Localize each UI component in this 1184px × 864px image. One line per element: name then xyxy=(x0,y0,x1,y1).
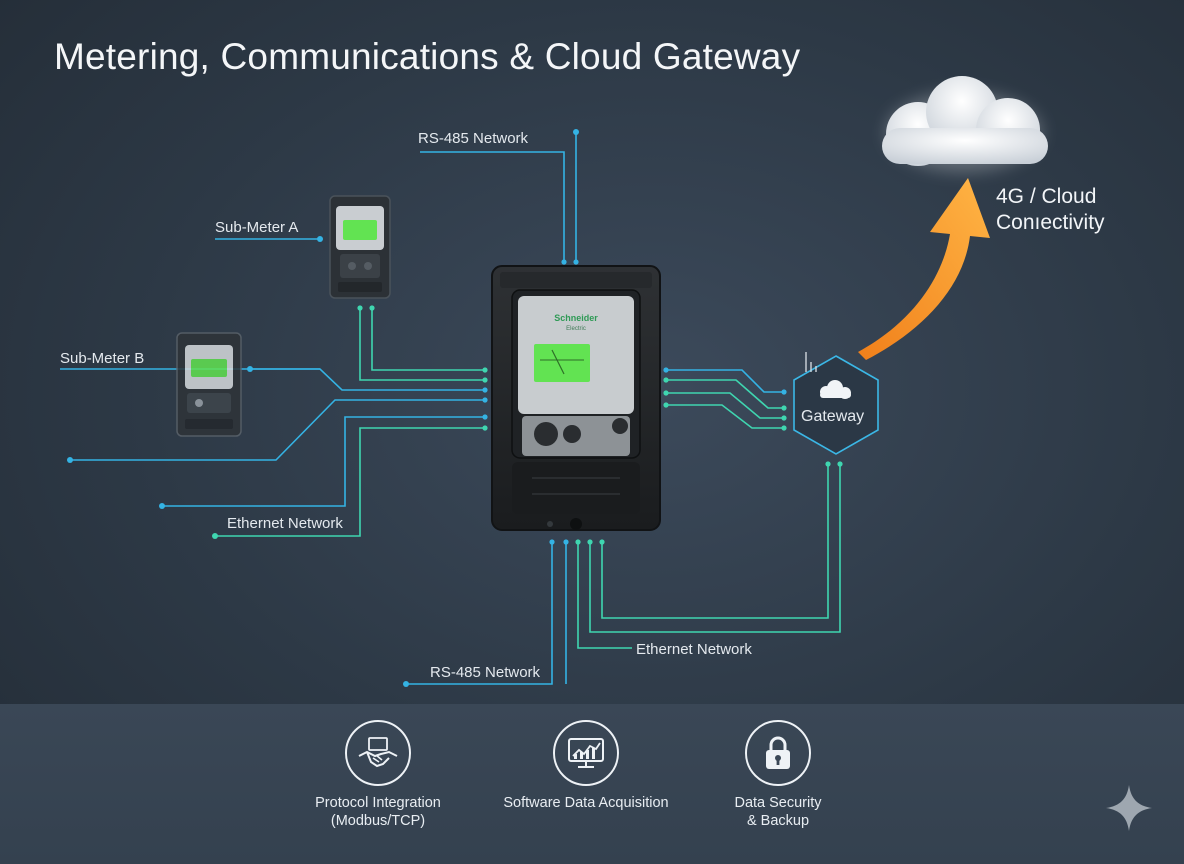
wire-endpoint xyxy=(482,387,488,393)
wire-endpoint xyxy=(357,305,363,311)
gateway-label: Gateway xyxy=(801,408,865,425)
wire-endpoint xyxy=(369,305,375,311)
wire-endpoint xyxy=(159,503,165,509)
gateway-node xyxy=(793,352,879,455)
wire-endpoint xyxy=(587,539,593,545)
page-title: Metering, Communications & Cloud Gateway xyxy=(54,36,801,77)
feature-protocol-integration: Protocol Integration (Modbus/TCP) xyxy=(278,720,478,830)
wire-endpoint xyxy=(561,259,567,265)
cloud-connectivity-label-line1: 4G / Cloud xyxy=(996,185,1097,208)
rs485-top-label: RS-485 Network xyxy=(418,130,529,147)
wire-endpoint xyxy=(317,236,323,242)
sub-meter-b-label: Sub-Meter B xyxy=(60,350,145,367)
sub-meter-b xyxy=(176,332,242,437)
meter-brand: Schneider xyxy=(554,313,598,323)
wire-endpoint xyxy=(837,461,843,467)
wire-endpoint xyxy=(781,425,787,431)
feature-sublabel: & Backup xyxy=(746,813,810,829)
wire-endpoint xyxy=(825,461,831,467)
wire-endpoint xyxy=(663,390,669,396)
wire-endpoint xyxy=(247,366,253,372)
feature-label: Protocol Integration xyxy=(315,795,441,811)
left-wires xyxy=(60,238,485,537)
monitor-chart-icon xyxy=(553,720,619,786)
wire-endpoint xyxy=(573,129,579,135)
wire-endpoint xyxy=(781,389,787,395)
cloud-connectivity-label-line2: Conıectivity xyxy=(996,211,1105,234)
handshake-icon xyxy=(345,720,411,786)
sub-meter-a-label: Sub-Meter A xyxy=(215,219,299,236)
wire-endpoint xyxy=(573,259,579,265)
wire-endpoint xyxy=(663,377,669,383)
right-wires xyxy=(666,369,784,429)
meter-brand-sub: Electric xyxy=(566,326,586,332)
wire-endpoint xyxy=(67,457,73,463)
feature-data-security: Data Security & Backup xyxy=(678,720,878,830)
rs485-top-wires xyxy=(420,132,577,262)
wire-endpoint xyxy=(781,405,787,411)
padlock-icon xyxy=(745,720,811,786)
wire-endpoint xyxy=(482,367,488,373)
wire-endpoint xyxy=(482,377,488,383)
sparkle-icon xyxy=(1106,785,1152,831)
wire-endpoint xyxy=(482,414,488,420)
wire-endpoint xyxy=(663,402,669,408)
feature-label: Data Security xyxy=(734,795,822,811)
wire-endpoint xyxy=(212,533,218,539)
rs485-bottom-label: RS-485 Network xyxy=(430,664,541,681)
ethernet-bottom-label: Ethernet Network xyxy=(636,641,752,658)
wire-endpoint xyxy=(482,425,488,431)
wire-endpoint xyxy=(599,539,605,545)
main-meter: Schneider Electric xyxy=(491,265,661,531)
wire-endpoint xyxy=(549,539,555,545)
wire-endpoint xyxy=(563,539,569,545)
sub-meter-a xyxy=(329,195,391,299)
wire-endpoint xyxy=(482,397,488,403)
cloud-icon xyxy=(882,76,1048,172)
wire-endpoint xyxy=(575,539,581,545)
wire-endpoint xyxy=(663,367,669,373)
uplink-arrow xyxy=(858,178,990,360)
feature-software-data-acquisition: Software Data Acquisition xyxy=(486,720,686,812)
wire-endpoint xyxy=(781,415,787,421)
gateway-cloud-icon xyxy=(820,380,851,399)
feature-label: Software Data Acquisition xyxy=(503,795,669,811)
wire-endpoint xyxy=(403,681,409,687)
feature-sublabel: (Modbus/TCP) xyxy=(330,813,426,829)
ethernet-left-label: Ethernet Network xyxy=(227,515,343,532)
bottom-wires xyxy=(406,464,841,685)
